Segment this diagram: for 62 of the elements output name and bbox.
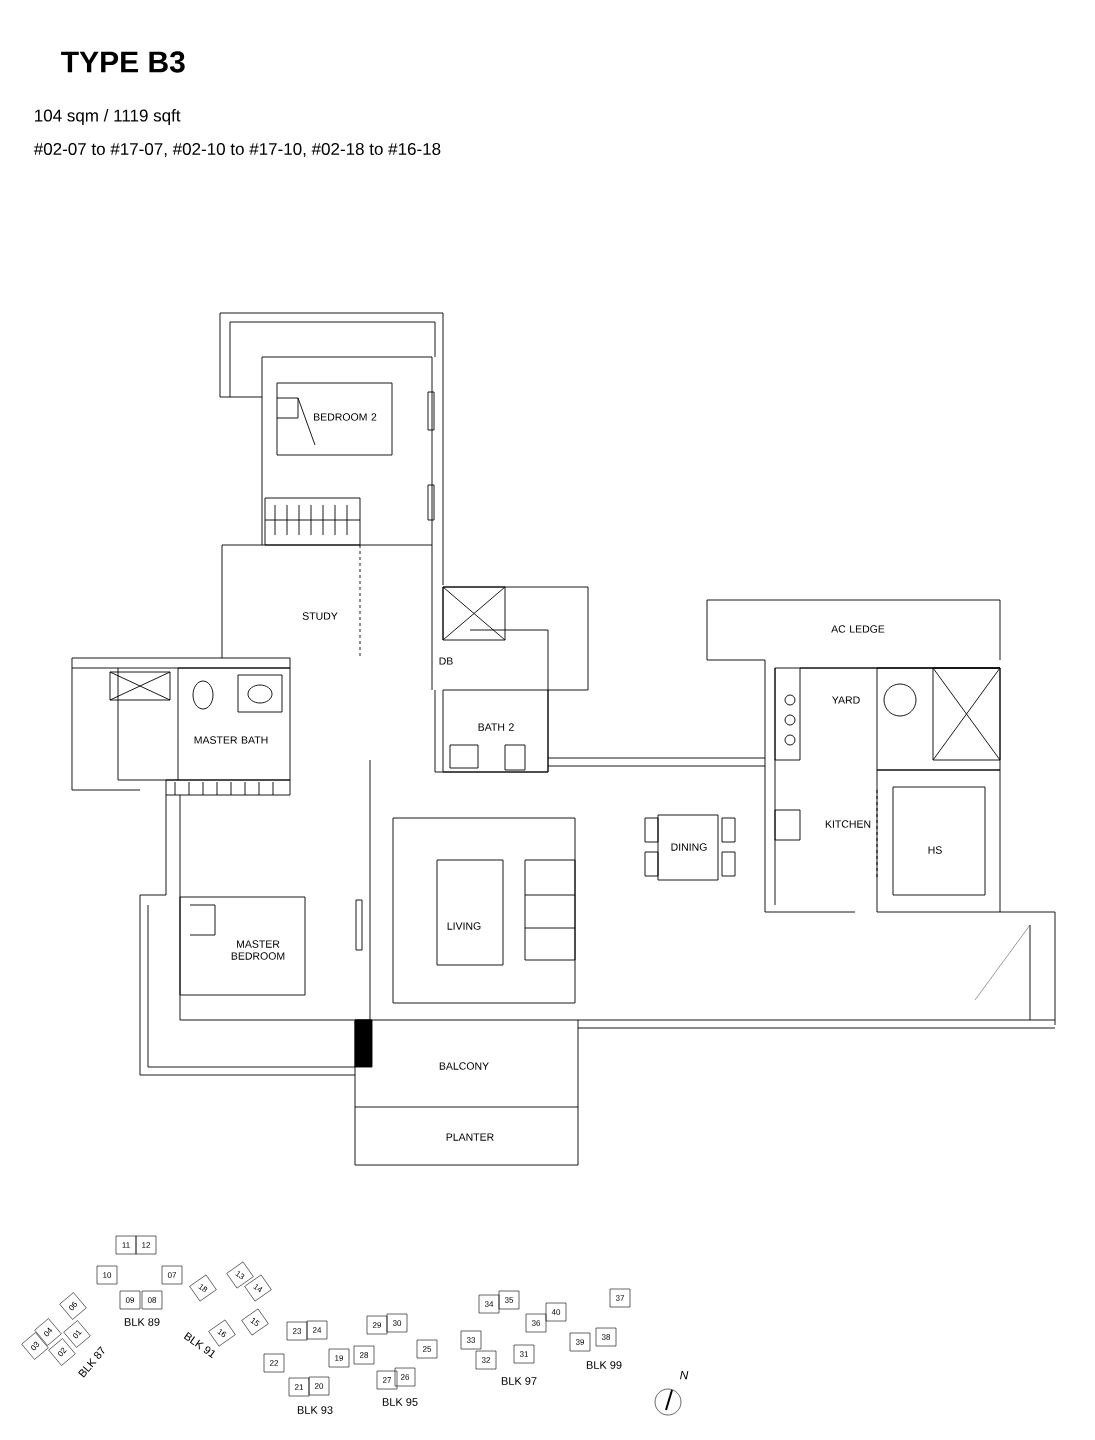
unit-number: 20 (314, 1383, 324, 1389)
unit-number: 19 (335, 1355, 344, 1361)
block-label: BLK 91 (183, 1332, 215, 1359)
unit-number: 23 (292, 1328, 302, 1334)
unit-number: 28 (359, 1352, 369, 1358)
unit-info-text: #02-07 to #17-07, #02-10 to #17-10, #02-18 to #16-18 (33, 143, 441, 158)
unit-number: 06 (68, 1301, 78, 1311)
room-label: AC LEDGE (831, 625, 885, 633)
unit-number: 03 (30, 1341, 40, 1351)
block-label: BLK 89 (124, 1318, 160, 1326)
unit-number: 21 (294, 1384, 304, 1390)
room-label: HS (928, 846, 942, 854)
unit-number: 36 (531, 1320, 541, 1326)
room-label: KITCHEN (825, 820, 871, 828)
block-label: BLK 97 (501, 1377, 537, 1385)
room-label: BATH 2 (478, 723, 514, 731)
unit-number: 38 (601, 1334, 611, 1340)
block-label: BLK 99 (586, 1361, 622, 1369)
unit-number: 09 (125, 1297, 135, 1303)
room-label: LIVING (447, 922, 481, 930)
unit-number: 22 (269, 1360, 279, 1366)
room-label: STUDY (302, 612, 338, 620)
unit-number: 01 (72, 1330, 82, 1339)
unit-number: 18 (198, 1284, 208, 1293)
unit-number: 13 (235, 1271, 245, 1280)
unit-number: 37 (615, 1295, 625, 1301)
unit-number: 16 (217, 1329, 227, 1338)
room-label: YARD (832, 696, 860, 704)
room-label: PLANTER (446, 1133, 494, 1141)
unit-number: 29 (372, 1322, 382, 1328)
unit-number: 39 (575, 1339, 585, 1345)
unit-number: 02 (57, 1347, 67, 1357)
room-label: MASTER BATH (194, 736, 268, 744)
block-label: BLK 93 (297, 1406, 333, 1414)
unit-number: 08 (147, 1297, 157, 1303)
room-label: DINING (671, 843, 707, 851)
title: TYPE B3 (61, 51, 185, 73)
unit-number: 24 (312, 1327, 322, 1333)
unit-number: 35 (504, 1297, 514, 1303)
unit-number: 40 (551, 1309, 561, 1315)
room-label: BEDROOM 2 (314, 413, 377, 421)
unit-number: 34 (484, 1301, 494, 1307)
unit-number: 04 (43, 1327, 53, 1337)
unit-number: 32 (481, 1357, 491, 1363)
unit-info-text: 104 sqm / 1119 sqft (35, 109, 181, 125)
room-label: DB (439, 657, 453, 665)
unit-number: 11 (122, 1242, 130, 1248)
unit-number: 12 (142, 1242, 151, 1248)
unit-number: 33 (466, 1337, 476, 1343)
unit-number: 14 (253, 1284, 263, 1293)
unit-number: 30 (392, 1320, 402, 1326)
block-label: BLK 95 (382, 1398, 418, 1406)
north-label: N (680, 1370, 689, 1380)
room-label: BALCONY (439, 1062, 489, 1070)
unit-number: 07 (167, 1272, 177, 1278)
unit-number: 25 (422, 1346, 432, 1352)
unit-number: 26 (400, 1374, 410, 1380)
unit-number: 31 (519, 1351, 529, 1357)
unit-number: 15 (250, 1318, 260, 1326)
unit-number: 10 (103, 1272, 112, 1278)
room-label: MASTER BEDROOM (231, 940, 285, 960)
unit-number: 27 (382, 1377, 392, 1383)
